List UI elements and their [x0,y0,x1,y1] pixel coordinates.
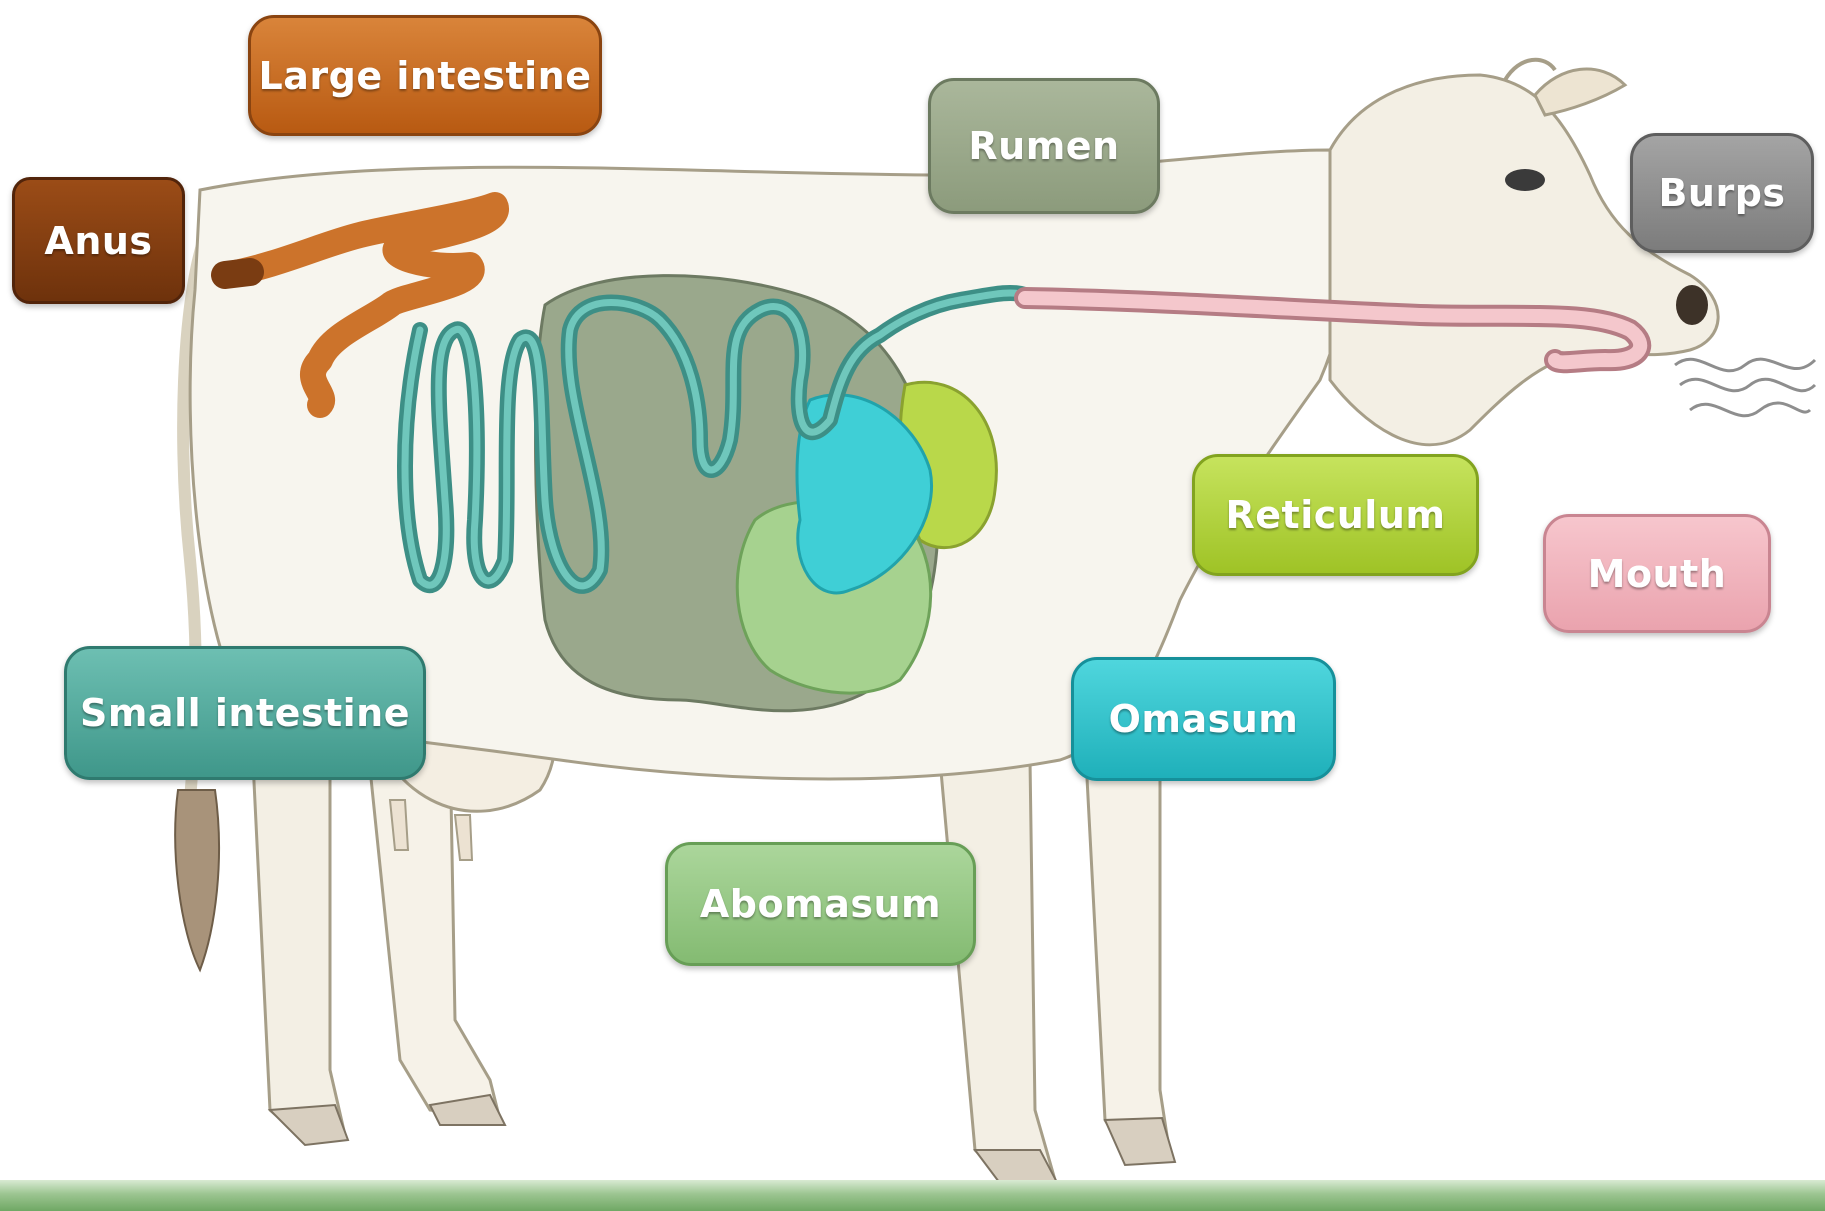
label-anus[interactable]: Anus [12,177,185,304]
cow-nostril [1676,285,1708,325]
label-text: Burps [1658,171,1785,215]
cow-eye [1505,169,1545,191]
cow-front-leg-left [940,760,1055,1185]
burp-waves [1675,359,1815,416]
label-text: Rumen [968,124,1119,168]
label-rumen[interactable]: Rumen [928,78,1160,214]
cow-head [1330,75,1718,445]
cow-hoof [1105,1118,1175,1165]
label-large-intestine[interactable]: Large intestine [248,15,602,136]
label-text: Mouth [1588,552,1727,596]
label-text: Abomasum [700,882,941,926]
label-text: Small intestine [80,691,410,735]
label-abomasum[interactable]: Abomasum [665,842,976,966]
cow-tail-switch [175,790,219,970]
cow-horn [1505,60,1555,80]
label-reticulum[interactable]: Reticulum [1192,454,1479,576]
cow-front-leg-right [1085,740,1170,1160]
label-small-intestine[interactable]: Small intestine [64,646,426,780]
label-text: Large intestine [259,54,592,98]
cow-ear [1535,69,1625,115]
label-text: Anus [44,219,152,263]
label-mouth[interactable]: Mouth [1543,514,1771,633]
cow-hoof [270,1105,348,1145]
ground-strip [0,1180,1825,1211]
label-text: Omasum [1109,697,1299,741]
label-text: Reticulum [1226,493,1446,537]
label-burps[interactable]: Burps [1630,133,1814,253]
anus-organ [225,272,250,275]
label-omasum[interactable]: Omasum [1071,657,1336,781]
